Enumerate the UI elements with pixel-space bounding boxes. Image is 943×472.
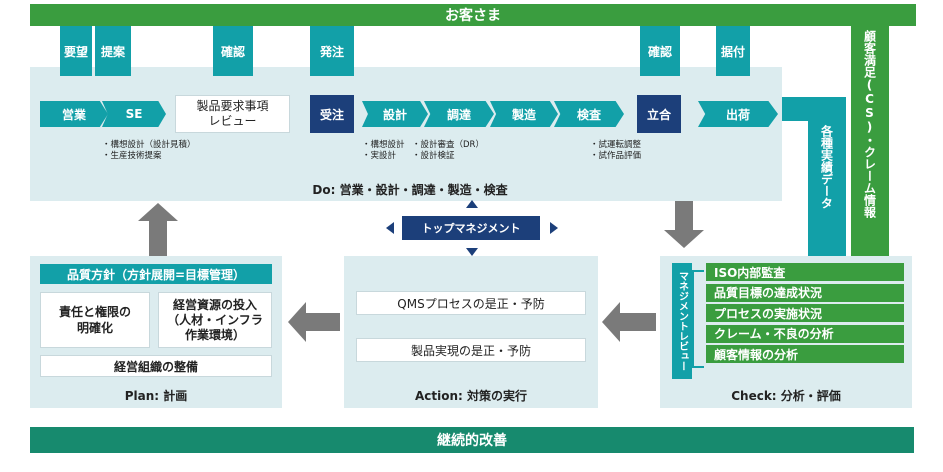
- quality-policy-header: 品質方針（方針展開=目標管理）: [40, 264, 272, 284]
- arrow-left-icon: [386, 222, 394, 234]
- note-sekkei-b: ・設計審査（DR） ・設計検証: [412, 140, 484, 161]
- process-shukka: 出荷: [698, 101, 778, 127]
- action-panel-title: Action: 対策の実行: [414, 388, 527, 403]
- action-to-plan-arrow-shaft: [304, 313, 340, 331]
- plan-to-do-arrow-shaft: [149, 218, 167, 256]
- process-tachiai: 立合: [637, 95, 681, 133]
- product-requirement-review: 製品要求事項 レビュー: [175, 95, 290, 133]
- tab-teian: 提案: [95, 26, 131, 76]
- check-item-claim-analysis: クレーム・不良の分析: [706, 324, 904, 343]
- top-management-box: トップマネジメント: [402, 216, 540, 240]
- do-to-check-arrow-head: [664, 230, 704, 248]
- resource-investment-box: 経営資源の投入 （人材・インフラ 作業環境）: [158, 292, 272, 348]
- management-review-label: マネジメントレビュー: [676, 271, 688, 371]
- do-panel: [30, 67, 782, 201]
- note-sekkei-a: ・構想設計 ・実設計: [362, 140, 405, 161]
- check-to-action-arrow-shaft: [618, 313, 656, 331]
- process-seizou: 製造: [490, 101, 558, 127]
- performance-data-label: 各種実績データ: [819, 125, 834, 209]
- check-item-customer-info: 顧客情報の分析: [706, 345, 904, 363]
- do-to-check-arrow-shaft: [675, 201, 693, 231]
- arrow-down-icon: [466, 248, 478, 256]
- qms-process-correction-box: QMSプロセスの是正・予防: [356, 291, 586, 315]
- tab-hacchu: 発注: [310, 26, 354, 76]
- check-item-quality-goal: 品質目標の達成状況: [706, 283, 904, 302]
- check-item-iso-audit: ISO内部監査: [706, 263, 904, 281]
- product-realization-correction-box: 製品実現の是正・予防: [356, 338, 586, 362]
- note-kensa: ・試運転調整 ・試作品評価: [590, 140, 642, 161]
- management-organization-box: 経営組織の整備: [40, 355, 272, 377]
- process-se: SE: [102, 101, 166, 127]
- plan-panel-title: Plan: 計画: [124, 388, 188, 403]
- cs-claim-info-label: 顧客満足(CS)・クレーム情報: [862, 30, 877, 218]
- check-panel-title: Check: 分析・評価: [731, 388, 841, 403]
- process-choutatsu: 調達: [424, 101, 494, 127]
- check-to-action-arrow-head: [602, 302, 620, 342]
- process-kensa: 検査: [554, 101, 624, 127]
- process-eigyou: 営業: [40, 101, 108, 127]
- top-management-arrows: [386, 200, 558, 256]
- check-items-list: ISO内部監査 品質目標の達成状況 プロセスの実施状況 クレーム・不良の分析 顧…: [706, 263, 904, 363]
- arrow-up-icon: [466, 200, 478, 208]
- performance-data-bar: 各種実績データ: [808, 97, 846, 258]
- responsibility-authority-box: 責任と権限の 明確化: [40, 292, 150, 348]
- cs-claim-info-bar: 顧客満足(CS)・クレーム情報: [851, 26, 889, 258]
- plan-to-do-arrow-head: [138, 203, 178, 221]
- check-items-bracket: [692, 270, 704, 368]
- tab-kakunin-1: 確認: [213, 26, 253, 76]
- note-se: ・構想設計（設計見積） ・生産技術提案: [102, 140, 196, 161]
- process-sekkei: 設計: [362, 101, 428, 127]
- check-item-process-status: プロセスの実施状況: [706, 304, 904, 322]
- continuous-improvement-bar: 継続的改善: [30, 427, 914, 453]
- tab-kakunin-2: 確認: [640, 26, 680, 76]
- do-panel-title: Do: 営業・設計・調達・製造・検査: [312, 182, 508, 197]
- management-review-label-box: マネジメントレビュー: [672, 263, 692, 379]
- action-panel: [344, 256, 598, 408]
- arrow-right-icon: [550, 222, 558, 234]
- tab-suetsuke: 据付: [716, 26, 750, 76]
- process-juchu: 受注: [310, 95, 354, 133]
- tab-youbou: 要望: [60, 26, 92, 76]
- performance-data-connector: [782, 97, 812, 121]
- customer-bar: お客さま: [30, 4, 916, 26]
- action-to-plan-arrow-head: [288, 302, 306, 342]
- customer-bar-label: お客さま: [445, 8, 501, 24]
